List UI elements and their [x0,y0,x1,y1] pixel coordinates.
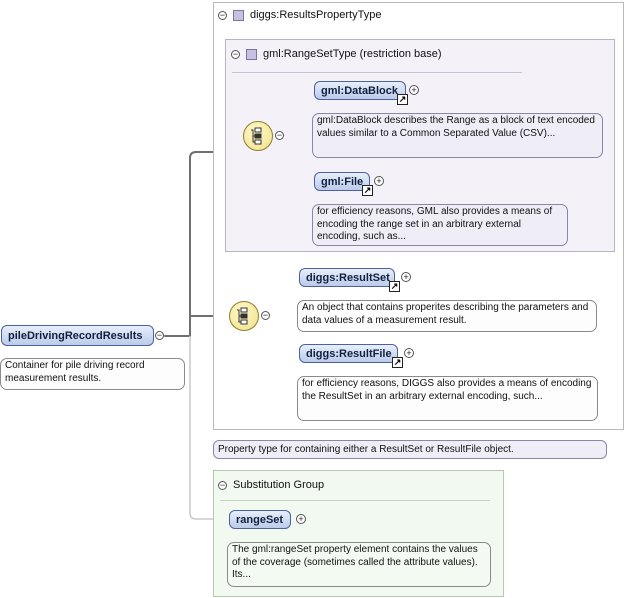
choice-compositor-icon[interactable] [229,301,259,331]
complex-type-icon [246,48,257,60]
choice-collapse-icon[interactable]: − [275,130,284,140]
expand-icon[interactable]: + [404,348,414,358]
expand-icon[interactable]: + [296,514,306,524]
root-collapse-icon[interactable]: − [155,330,164,340]
resultfile-documentation: for efficiency reasons, DIGGS also provi… [297,376,598,421]
doc-text: An object that contains properites descr… [302,302,589,326]
doc-text: gml:DataBlock describes the Range as a b… [317,115,595,139]
collapse-toggle-icon[interactable]: − [231,48,240,59]
reference-icon: ↗ [389,281,400,292]
doc-text: Container for pile driving record measur… [5,360,145,384]
root-documentation: Container for pile driving record measur… [0,358,185,390]
collapse-toggle-icon[interactable]: − [218,479,227,490]
rangeset-type-title: gml:RangeSetType (restriction base) [263,48,442,60]
doc-text: Property type for containing either a Re… [218,444,514,455]
element-label: gml:File [321,175,364,188]
expand-icon[interactable]: + [409,85,419,95]
choice-compositor-icon[interactable] [243,121,273,151]
element-label: pileDrivingRecordResults [8,329,143,342]
complex-type-icon [233,9,244,21]
datablock-documentation: gml:DataBlock describes the Range as a b… [312,113,603,158]
rangeset-documentation: The gml:rangeSet property element contai… [227,542,491,587]
element-gml-datablock[interactable]: gml:DataBlock [314,81,406,100]
substitution-group-title: Substitution Group [233,479,325,491]
element-label: diggs:ResultSet [306,271,390,284]
substitution-group-header: − Substitution Group [218,479,324,491]
rangeset-type-header: − gml:RangeSetType (restriction base) [231,48,442,60]
doc-text: for efficiency reasons, DIGGS also provi… [302,378,592,402]
connector-upper-choice [189,151,244,337]
header-divider [232,72,522,73]
collapse-toggle-icon[interactable]: − [218,9,227,20]
element-label: diggs:ResultFile [306,347,392,360]
element-diggs-resultset[interactable]: diggs:ResultSet [299,268,395,287]
doc-text: The gml:rangeSet property element contai… [232,544,478,580]
expand-icon[interactable]: + [374,176,384,186]
expand-icon[interactable]: + [401,272,411,282]
reference-icon: ↗ [362,185,373,196]
connector-substitution [189,336,229,520]
property-type-title: diggs:ResultsPropertyType [250,9,382,21]
resultset-documentation: An object that contains properites descr… [297,300,597,332]
header-divider [220,500,490,501]
choice-glyph-icon [251,127,262,145]
element-label: gml:DataBlock [321,84,399,97]
element-label: rangeSet [236,513,284,526]
file-documentation: for efficiency reasons, GML also provide… [312,204,568,246]
choice-collapse-icon[interactable]: − [261,310,270,320]
element-rangeset[interactable]: rangeSet [229,510,291,529]
property-type-documentation: Property type for containing either a Re… [213,440,607,459]
doc-text: for efficiency reasons, GML also provide… [317,206,553,242]
choice-glyph-icon [237,307,248,325]
reference-icon: ↗ [392,357,403,368]
reference-icon: ↗ [397,94,408,105]
element-gml-file[interactable]: gml:File [314,172,370,191]
root-element-piledrivingrecordresults[interactable]: pileDrivingRecordResults [1,325,154,346]
property-type-header: − diggs:ResultsPropertyType [218,9,381,21]
element-diggs-resultfile[interactable]: diggs:ResultFile [299,344,398,363]
